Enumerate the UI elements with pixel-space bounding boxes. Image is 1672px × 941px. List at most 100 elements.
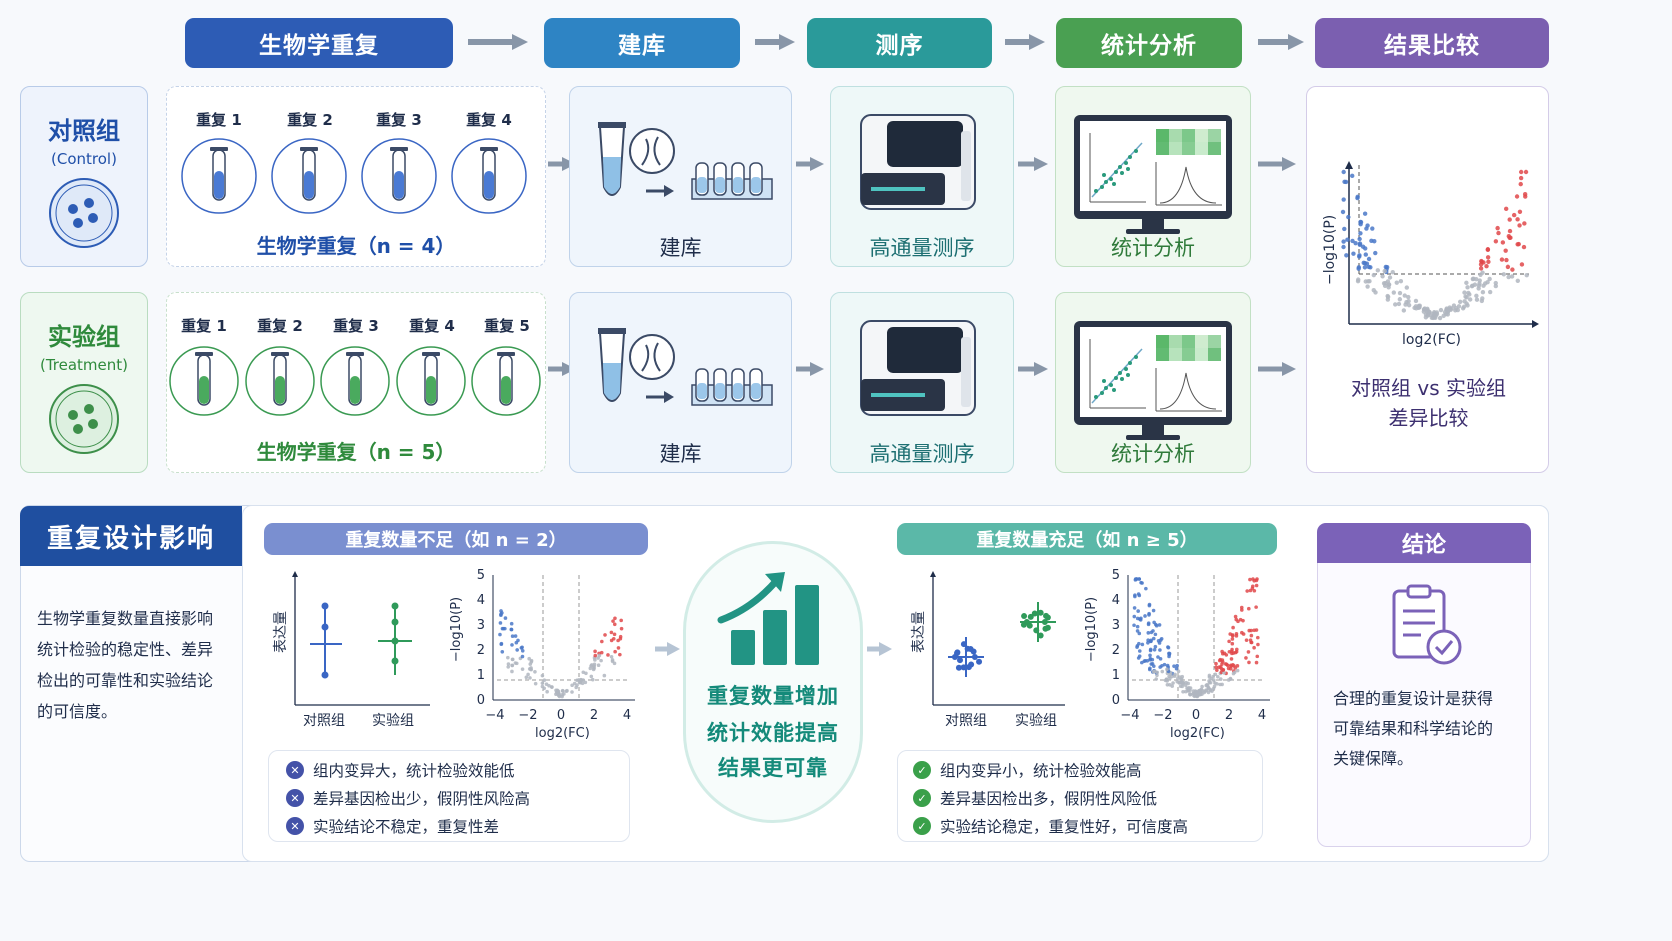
data-point [1224,662,1229,667]
data-point [1256,635,1260,640]
data-point [542,678,547,682]
low-bullet: ✕ 组内变异大，统计检验效能低 [286,756,515,784]
data-point [1137,577,1142,581]
data-point [1158,648,1162,652]
data-point [1429,315,1435,320]
data-point [1485,247,1491,252]
data-point [540,681,545,685]
data-point [1517,209,1523,215]
impact-description: 生物学重复数量直接影响 统计检验的稳定性、差异 检出的可靠性和实验结论 的可信度… [37,603,242,727]
data-point [1216,674,1220,679]
test-tube-icon [396,346,466,416]
data-point [1433,313,1439,318]
data-point [1146,621,1151,625]
data-point [1186,689,1190,693]
data-point [1345,237,1350,242]
data-point [1393,302,1398,307]
data-point [1504,257,1509,263]
step-header-replicates: 生物学重复 [185,18,453,68]
data-point [1132,614,1137,619]
data-point [1041,619,1048,625]
x-tick-label: −4 [485,708,504,723]
impact-description-line: 统计检验的稳定性、差异 [37,640,214,659]
data-point [1149,638,1153,643]
y-tick-label: 5 [477,568,485,583]
data-point [1236,619,1240,624]
cross-icon: ✕ [286,761,304,779]
treatment-replicates-caption: 生物学重复（n = 5） [256,440,456,464]
data-point [1230,637,1235,641]
data-point [1146,631,1151,635]
data-point [1519,262,1525,267]
low-replicates-dotplot [292,571,430,706]
data-point [1179,678,1183,682]
data-point [1406,294,1411,300]
step-header-analysis: 统计分析 [1056,18,1242,68]
x-tick-label: 4 [623,708,631,723]
middle-text: 结果更可靠 [718,756,828,780]
treatment-replicates-card: 重复 1 重复 2 重复 3 重复 4 重复 5 生物学重复（n = 5） [166,292,546,473]
cross-icon: ✕ [286,789,304,807]
data-point [960,641,967,648]
data-point [1363,279,1368,284]
replicate-label: 重复 4 [409,317,455,335]
test-tube-icon [245,346,315,416]
low-bullet-text: 差异基因检出少，假阴性风险高 [313,790,531,808]
data-point [529,658,534,663]
data-point [1371,272,1377,278]
sequencer-icon [860,114,976,210]
replicate-label: 重复 1 [196,111,242,129]
data-point [1522,221,1527,226]
high-volcano-xlabel: log2(FC) [1170,726,1225,741]
low-volcano-xlabel: log2(FC) [535,726,590,741]
data-point [1358,231,1363,236]
data-point [1187,686,1191,690]
data-point [1148,647,1153,652]
data-point [1499,257,1505,262]
data-point [1357,253,1362,258]
data-point [593,649,597,654]
data-point [1340,209,1346,215]
data-point [606,653,610,657]
x-tick-label: 0 [557,708,565,723]
data-point [1397,290,1403,296]
data-point [1341,197,1346,202]
data-point [1248,577,1252,582]
data-point [1227,639,1231,644]
data-point [1153,632,1158,637]
data-point [1138,618,1143,622]
data-point [510,663,515,668]
low-ylabel: 表达量 [273,611,289,653]
data-point [1158,638,1163,642]
clipboard-check-icon [1392,584,1462,665]
data-point [1515,278,1520,283]
data-point [603,633,607,637]
data-point [1220,682,1224,687]
low-bullet-text: 组内变异大，统计检验效能低 [313,762,515,780]
data-point [1441,313,1446,319]
data-point [499,641,504,646]
replicate-label: 重复 3 [376,111,422,129]
replicate-label: 重复 1 [181,317,227,335]
data-point [1207,675,1212,679]
data-point [1246,650,1251,654]
data-point [1158,657,1163,661]
x-tick-label: 4 [1258,708,1266,723]
data-point [500,649,505,654]
data-point [1485,279,1490,285]
data-point [599,658,603,663]
high-volcano-ylabel: −log10(P) [1084,596,1100,663]
data-point [1506,274,1511,280]
control-replicates-card: 重复 1 重复 2 重复 3 重复 4 生物学重复（n = 4） [166,86,546,267]
data-point [501,626,506,631]
data-point [1175,663,1179,668]
data-point [1398,279,1404,284]
data-point [611,619,615,623]
data-point [1495,225,1500,231]
high-bullet: ✓差异基因检出多，假阴性风险低 [913,784,1157,812]
result-ylabel: −log10(P) [1322,214,1338,285]
data-point [1021,613,1028,620]
data-point [1218,665,1223,669]
data-point [1365,223,1370,228]
result-card: −log10(P) log2(FC) 对照组 vs 实验组 差异比较 [1306,86,1549,473]
